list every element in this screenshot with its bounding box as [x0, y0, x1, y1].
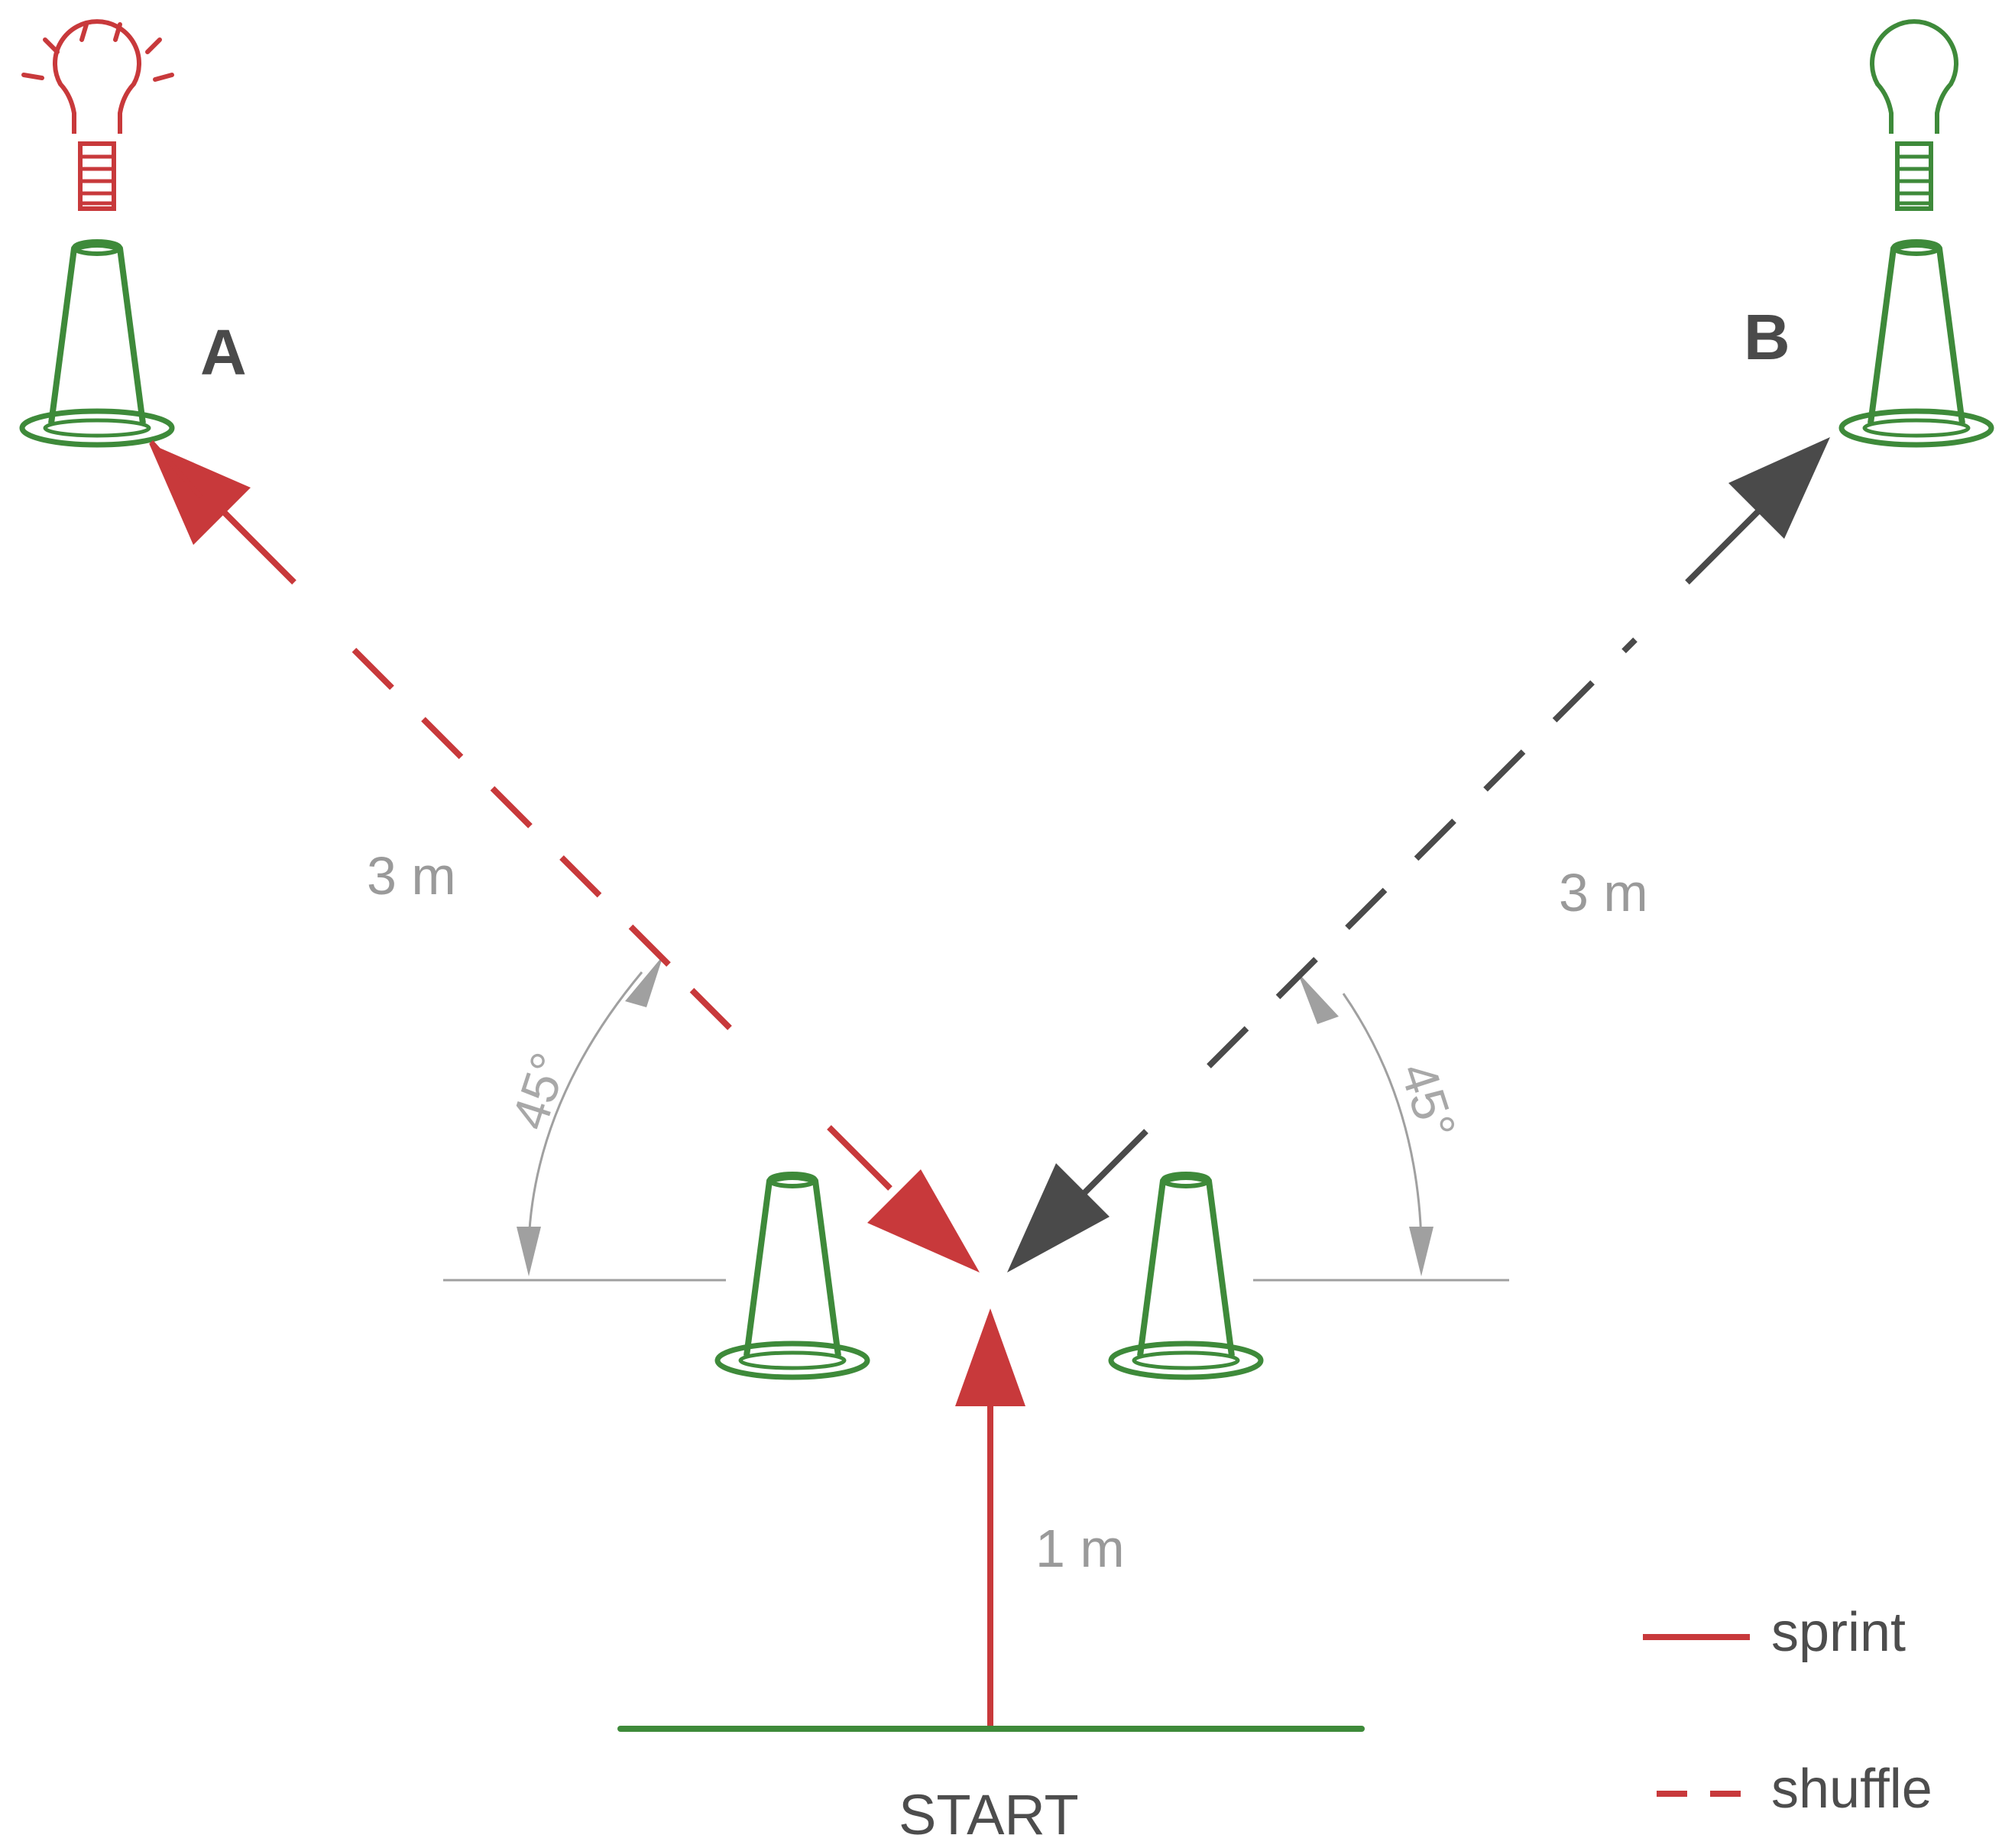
cone-icon-b [1842, 242, 1991, 445]
start-label: START [899, 1783, 1079, 1846]
legend-sprint-label: sprint [1771, 1602, 1906, 1663]
distance-label-start: 1 m [1035, 1519, 1125, 1578]
angle-arc-right [1297, 972, 1434, 1276]
angle-label-right: 45° [1390, 1055, 1467, 1146]
cone-icon-a [22, 242, 172, 445]
cone-label-a: A [200, 316, 247, 388]
sprint-arrow-start [955, 1308, 1025, 1729]
path-from-a [682, 980, 980, 1273]
legend-shuffle-label: shuffle [1771, 1759, 1932, 1820]
path-from-b [1007, 1129, 1148, 1273]
lightbulb-off-icon [1870, 19, 1958, 211]
distance-label-left: 3 m [367, 846, 456, 906]
legend: sprint shuffle [1643, 1602, 1932, 1820]
angle-label-left: 45° [501, 1046, 578, 1136]
distance-label-right: 3 m [1559, 863, 1648, 922]
cone-label-b: B [1744, 301, 1790, 373]
cone-icon-left-gate [718, 1174, 867, 1377]
cone-icon-right-gate [1111, 1174, 1261, 1377]
lightbulb-on-icon [21, 19, 174, 211]
angle-arc-left [517, 955, 663, 1276]
path-to-a [149, 439, 671, 967]
path-to-b [1207, 437, 1830, 1068]
